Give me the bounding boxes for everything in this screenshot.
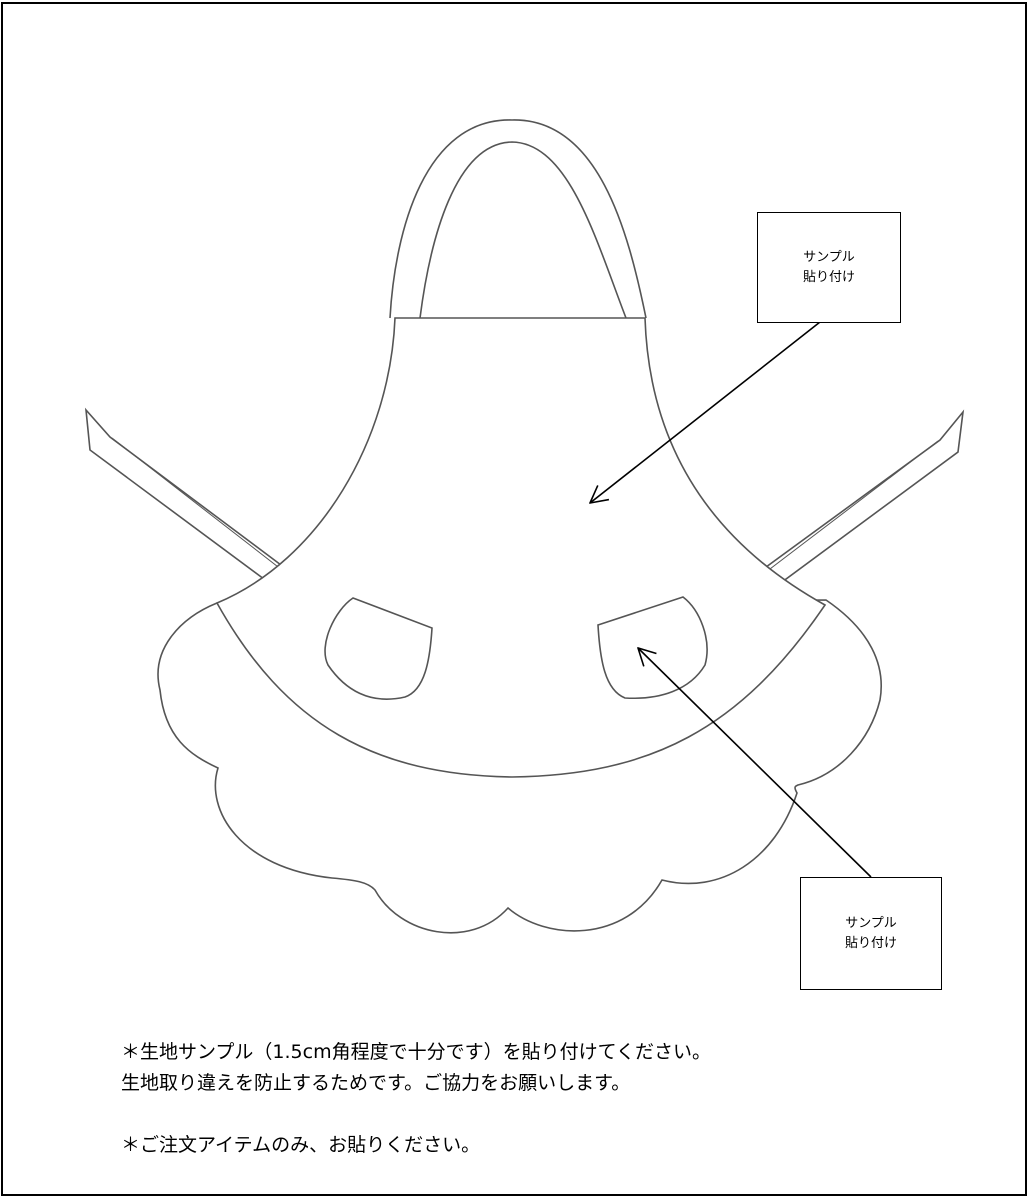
sample-label-bottom-line1: サンプル xyxy=(845,915,897,931)
sample-label-box-top: サンプル 貼り付け xyxy=(757,212,901,323)
sample-label-box-bottom: サンプル 貼り付け xyxy=(800,877,942,990)
arrow-to-bib xyxy=(590,321,821,503)
sample-label-bottom-line2: 貼り付け xyxy=(844,935,897,951)
instruction-line-2: 生地取り違えを防止するためです。ご協力をお願いします。 xyxy=(121,1072,631,1094)
arrow-to-pocket xyxy=(638,648,872,878)
instruction-spacer xyxy=(121,1099,711,1130)
right-waist-tie xyxy=(760,409,965,583)
neck-strap-outer xyxy=(389,119,647,319)
left-pocket xyxy=(324,597,433,700)
instruction-line-3: ＊ご注文アイテムのみ、お貼りください。 xyxy=(121,1134,481,1156)
instructions: ＊生地サンプル（1.5cm角程度で十分です）を貼り付けてください。 生地取り違え… xyxy=(121,1037,711,1161)
instruction-line-1: ＊生地サンプル（1.5cm角程度で十分です）を貼り付けてください。 xyxy=(121,1041,712,1063)
sample-label-top-line2: 貼り付け xyxy=(802,269,855,285)
left-waist-tie xyxy=(84,407,287,584)
neck-strap-inner xyxy=(419,141,627,319)
sample-label-top-line1: サンプル xyxy=(803,249,855,265)
